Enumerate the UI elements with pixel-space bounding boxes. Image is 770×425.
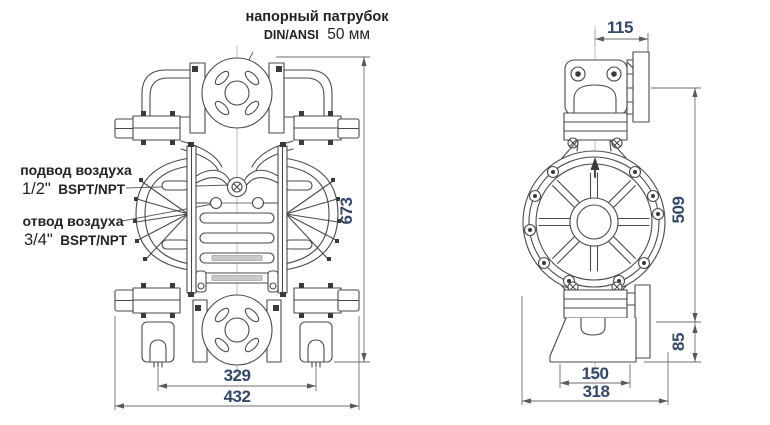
lower-clamp-bands [114,283,360,318]
dim-front-overall-width: 432 [224,387,251,406]
dim-side-foot-height: 85 [669,333,688,351]
label-air-inlet: подвод воздуха [20,162,132,178]
side-discharge-flange [564,51,650,123]
left-diaphragm-chamber [133,157,191,271]
label-air-inlet-spec: 1/2" BSPT/NPT [22,180,126,198]
side-suction-flange-foot [549,284,651,363]
dim-front-overall-height: 673 [337,198,356,225]
dim-side-overall-depth: 318 [583,382,610,401]
pump-legs [141,321,333,368]
tie-rod-rails [186,142,288,297]
dim-front-feet-span: 329 [224,366,251,385]
text-layer: напорный патрубок DIN/ANSI 50 мм подвод … [20,9,688,406]
label-air-outlet: отвод воздуха [23,213,124,229]
dim-side-port-span: 509 [669,197,688,224]
label-air-outlet-spec: 3/4" BSPT/NPT [24,231,128,249]
side-upper-clamp [563,112,628,149]
side-lower-clamp [563,281,628,319]
front-view [114,45,360,379]
air-exhaust-ports [195,196,279,210]
right-diaphragm-chamber [283,157,341,271]
dim-side-flange-offset: 115 [607,18,633,37]
side-view [522,25,666,381]
suction-flange [192,294,282,366]
label-discharge-port: напорный патрубок [245,9,389,25]
housing-bolts [523,165,665,288]
discharge-flange [201,57,273,129]
dimension-annotations [114,30,701,410]
pump-housing [522,139,666,305]
label-discharge-spec: DIN/ANSI 50 мм [264,26,370,43]
dim-side-foot-width: 150 [582,364,609,383]
air-inlet-valve [195,169,279,198]
upper-clamp-bands [114,111,360,145]
discharge-manifold [141,62,333,134]
flow-direction-arrow [590,157,600,178]
